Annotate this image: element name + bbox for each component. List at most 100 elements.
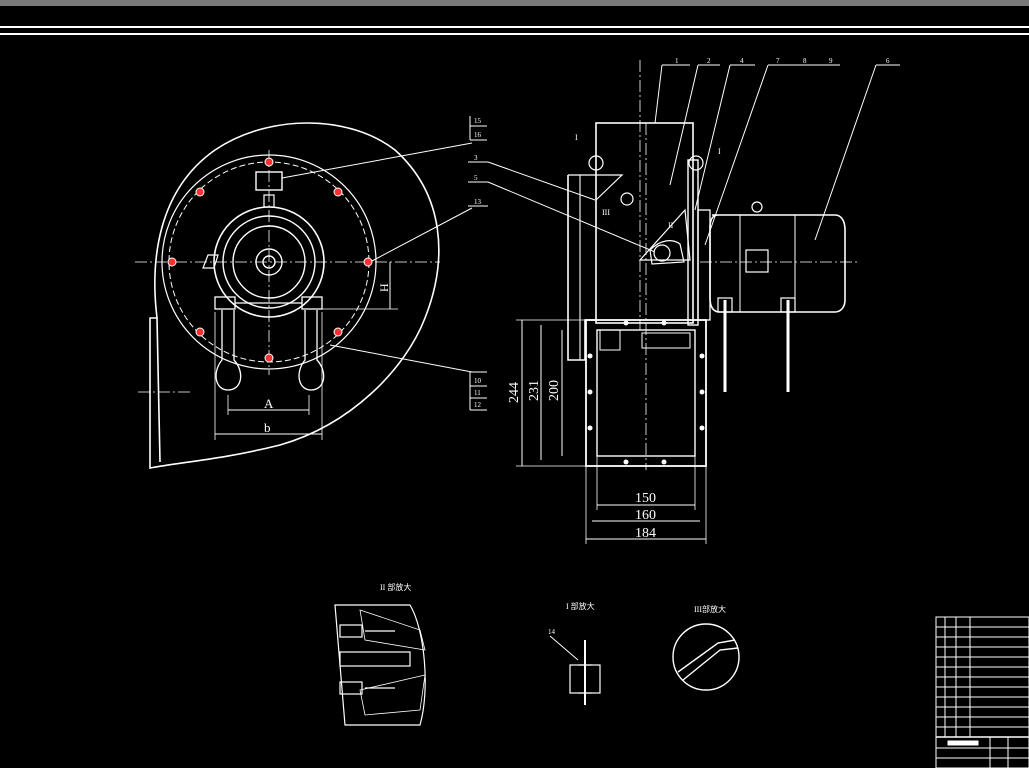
window-top-bar (0, 0, 1029, 6)
bolt-dot (587, 353, 593, 359)
housing-cone (568, 174, 624, 201)
dim-label-184: 184 (635, 526, 656, 541)
bolt-hole (167, 257, 177, 267)
balloon-2: 2 (707, 57, 711, 65)
dim-label-244: 244 (507, 382, 522, 403)
section-circle-iii (620, 192, 634, 206)
title-block (935, 616, 1029, 768)
section-mark-i-right: I (718, 147, 721, 156)
impeller-hub (649, 240, 685, 265)
balloon-left-12: 12 (474, 401, 482, 409)
bolt-hole (264, 157, 274, 167)
outlet-flange-outer (585, 319, 707, 467)
bolt-dot (623, 320, 629, 326)
detail-ii-shaft (339, 651, 411, 667)
balloon-8: 8 (803, 57, 807, 65)
bolt-dot (661, 320, 667, 326)
motor-terminal (745, 249, 769, 273)
title-block-frame (935, 616, 1029, 768)
bolt-nut (780, 297, 796, 313)
balloon-left-16: 16 (474, 131, 482, 139)
leader-1 (654, 64, 663, 124)
leader-3 (487, 161, 596, 201)
detail-ii-bolt (339, 681, 363, 695)
detail-ii-outline (334, 604, 426, 726)
left-anchor-bolt (215, 310, 242, 391)
bolt-hole (195, 327, 205, 337)
bolt-dot (699, 353, 705, 359)
volute-outlet-edge (156, 317, 161, 463)
balloon-7: 7 (776, 57, 780, 65)
bolt-dot (587, 389, 593, 395)
detail-ii-title: II 部放大 (380, 582, 411, 592)
dim-label-a: A (264, 396, 274, 411)
outlet-detail (599, 330, 621, 351)
detail-ii-hatch (359, 609, 426, 716)
bolt-hole (264, 353, 274, 363)
balloon-left-13: 13 (474, 198, 482, 206)
balloon-4: 4 (740, 57, 744, 65)
detail-iii-profile (682, 647, 739, 681)
balloon-left-3: 3 (474, 154, 478, 162)
balloon-left-5: 5 (474, 174, 478, 182)
balloon-left-15: 15 (474, 117, 482, 125)
balloon-left-11: 11 (474, 389, 481, 397)
bolt-dot (699, 389, 705, 395)
housing-left-wall (567, 175, 596, 361)
balloon-left-10: 10 (474, 377, 482, 385)
dim-label-231: 231 (527, 380, 542, 401)
balloon-9: 9 (829, 57, 833, 65)
detail-ii (334, 604, 426, 726)
bolt-hole (333, 187, 343, 197)
outlet-flange-inner (596, 329, 696, 457)
motor-tab (202, 254, 219, 269)
detail-iii-title: III部放大 (694, 604, 726, 614)
bolt-dot (661, 459, 667, 465)
leader-7-8-9 (704, 64, 769, 246)
section-mark-ii: II (668, 221, 674, 230)
leader-5 (487, 181, 656, 253)
motor-flange (697, 209, 711, 321)
detail-iii-profile (677, 639, 736, 673)
leader-2 (669, 64, 699, 186)
outlet-detail (641, 332, 691, 349)
detail-iii (672, 623, 740, 691)
bolt-hole (333, 327, 343, 337)
dim-label-150: 150 (635, 491, 656, 506)
lifting-eye (751, 201, 763, 213)
title-block-mark (947, 740, 979, 746)
motor-body (709, 214, 846, 313)
side-view (487, 60, 900, 544)
inlet-duct (595, 122, 694, 324)
leader-6 (814, 64, 877, 241)
bolt-dot (623, 459, 629, 465)
bolt-dot (699, 425, 705, 431)
leader-13 (369, 207, 473, 263)
section-circle-i (688, 155, 704, 171)
section-circle-ii (653, 244, 671, 262)
leader-4 (694, 64, 731, 211)
dim-label-200: 200 (547, 380, 562, 401)
right-anchor-bolt (298, 310, 325, 391)
detail-i-callout: 14 (548, 628, 556, 636)
detail-i (549, 635, 601, 705)
section-circle-i (588, 155, 604, 171)
dim-label-160: 160 (635, 508, 656, 523)
detail-ii-bolt (339, 624, 363, 638)
section-mark-iii: III (602, 208, 610, 217)
bolt-hole (363, 257, 373, 267)
dim-label-b: b (264, 420, 271, 435)
bolt-nut (717, 297, 733, 313)
balloon-6: 6 (886, 57, 890, 65)
detail-iii-circle (672, 623, 740, 691)
detail-i-leader (549, 635, 579, 661)
bolt-hole (195, 187, 205, 197)
balloon-1: 1 (675, 57, 679, 65)
front-view (135, 122, 473, 469)
leader-16 (281, 142, 473, 179)
volute-housing-outline (149, 122, 440, 469)
section-mark-i-left: I (575, 133, 578, 142)
bolt-holes (167, 157, 373, 363)
leader-10 (329, 344, 473, 373)
